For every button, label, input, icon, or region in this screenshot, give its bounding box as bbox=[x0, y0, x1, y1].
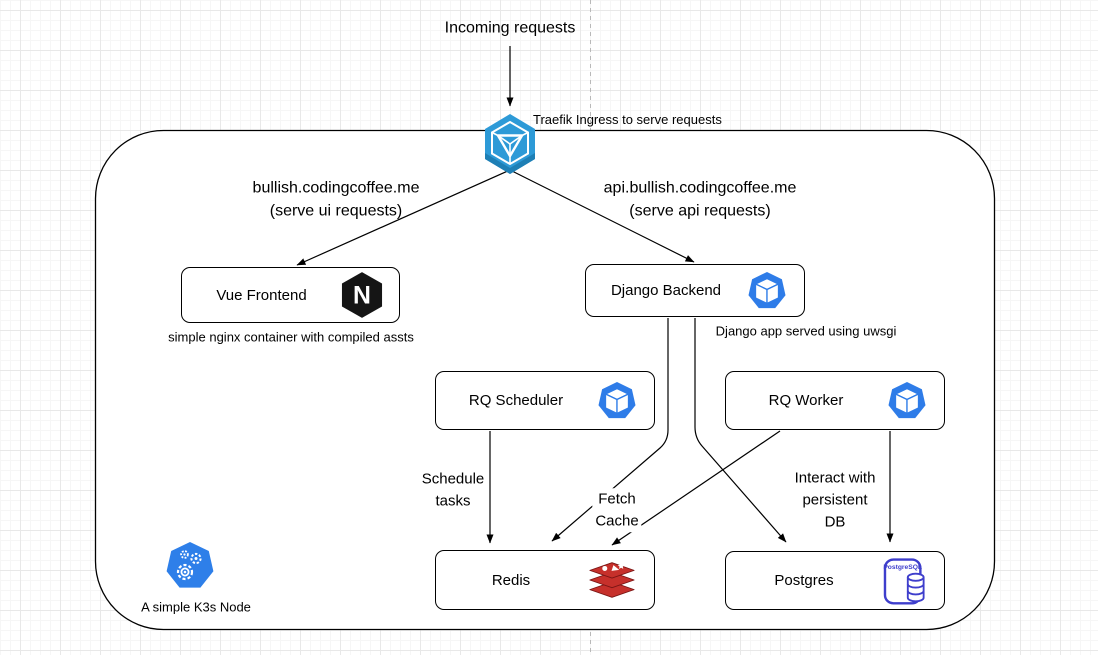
node-redis: Redis bbox=[435, 550, 655, 610]
redis-icon bbox=[586, 559, 638, 601]
node-vue-frontend: Vue Frontend N bbox=[181, 267, 400, 323]
uwsgi-note: Django app served using uwsgi bbox=[715, 323, 897, 339]
node-django-backend: Django Backend bbox=[585, 264, 805, 317]
postgresql-icon: PostgreSQL bbox=[882, 554, 928, 608]
pod-icon bbox=[746, 271, 788, 311]
k3s-node-note: A simple K3s Node bbox=[141, 599, 251, 615]
nginx-note: simple nginx container with compiled ass… bbox=[168, 329, 414, 345]
api-domain-label: api.bullish.codingcoffee.me (serve api r… bbox=[603, 179, 797, 219]
edge-traefik-to-django bbox=[509, 169, 695, 263]
rq-worker-label: RQ Worker bbox=[768, 392, 844, 409]
pod-icon bbox=[596, 381, 638, 421]
edge-django-to-redis bbox=[551, 318, 669, 542]
vue-frontend-label: Vue Frontend bbox=[216, 286, 307, 304]
k3s-node-icon bbox=[166, 542, 214, 588]
rq-scheduler-label: RQ Scheduler bbox=[468, 392, 564, 409]
traefik-ingress-icon bbox=[485, 114, 535, 174]
schedule-tasks-edge-label: Schedule tasks bbox=[418, 468, 488, 512]
svg-text:N: N bbox=[353, 283, 371, 310]
svg-text:PostgreSQL: PostgreSQL bbox=[883, 563, 922, 570]
node-rq-scheduler: RQ Scheduler bbox=[435, 371, 655, 430]
traefik-note: Traefik Ingress to serve requests bbox=[533, 112, 722, 127]
pod-icon bbox=[886, 381, 928, 421]
fetch-cache-edge-label: Fetch Cache bbox=[592, 488, 642, 532]
node-postgres: Postgres PostgreSQL bbox=[725, 551, 945, 610]
postgres-label: Postgres bbox=[774, 572, 834, 589]
edge-traefik-to-vue bbox=[296, 169, 511, 266]
incoming-requests-label: Incoming requests bbox=[444, 19, 576, 37]
django-backend-label: Django Backend bbox=[610, 282, 722, 299]
nginx-icon: N bbox=[341, 271, 383, 319]
ui-domain-label: bullish.codingcoffee.me (serve ui reques… bbox=[252, 179, 420, 219]
redis-label: Redis bbox=[491, 571, 531, 589]
edge-django-to-postgres bbox=[694, 318, 787, 543]
interact-db-edge-label: Interact with persistent DB bbox=[791, 467, 879, 533]
node-rq-worker: RQ Worker bbox=[725, 371, 945, 430]
